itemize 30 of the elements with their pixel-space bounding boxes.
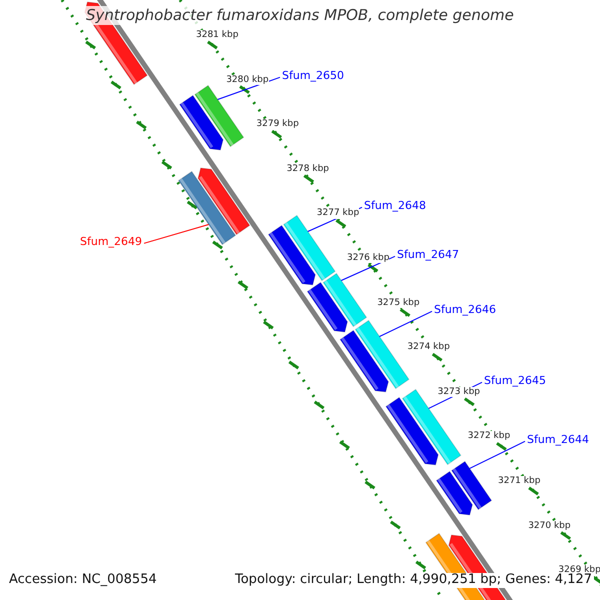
gene-feature	[451, 460, 492, 510]
tick-label: 3277 kbp	[316, 208, 360, 219]
tick-label: 3276 kbp	[347, 253, 390, 264]
gene-feature	[322, 272, 368, 328]
gene-feature	[283, 214, 336, 282]
leader-line	[340, 256, 396, 281]
tick-label: 3270 kbp	[528, 520, 571, 531]
gene-label: Sfum_2650	[282, 70, 344, 83]
tick-label: 3273 kbp	[438, 386, 480, 398]
tick-label: 3279 kbp	[256, 119, 299, 130]
gene-label: Sfum_2644	[527, 434, 590, 447]
gene-label: Sfum_2647	[397, 249, 460, 262]
tick-label: 3275 kbp	[377, 298, 420, 308]
gene-label: Sfum_2648	[364, 200, 426, 213]
gene-feature	[194, 84, 244, 148]
tick-label: 3272 kbp	[468, 431, 510, 442]
tick-label: 3278 kbp	[286, 164, 329, 174]
leader-line	[379, 310, 432, 337]
gene-label: Sfum_2646	[434, 304, 496, 317]
leader-line	[144, 224, 210, 244]
gene-label: Sfum_2649	[80, 236, 142, 249]
gene-feature	[178, 170, 236, 246]
gene-feature	[402, 388, 462, 466]
gene-label: Sfum_2645	[484, 375, 546, 388]
tick-label: 3271 kbp	[498, 476, 540, 486]
tick-label: 3274 kbp	[407, 342, 450, 353]
gene-feature	[354, 320, 410, 390]
footer-note: Accession: NC_008554	[9, 573, 157, 588]
leader-line	[469, 440, 526, 469]
tick-label: 3281 kbp	[196, 30, 238, 40]
